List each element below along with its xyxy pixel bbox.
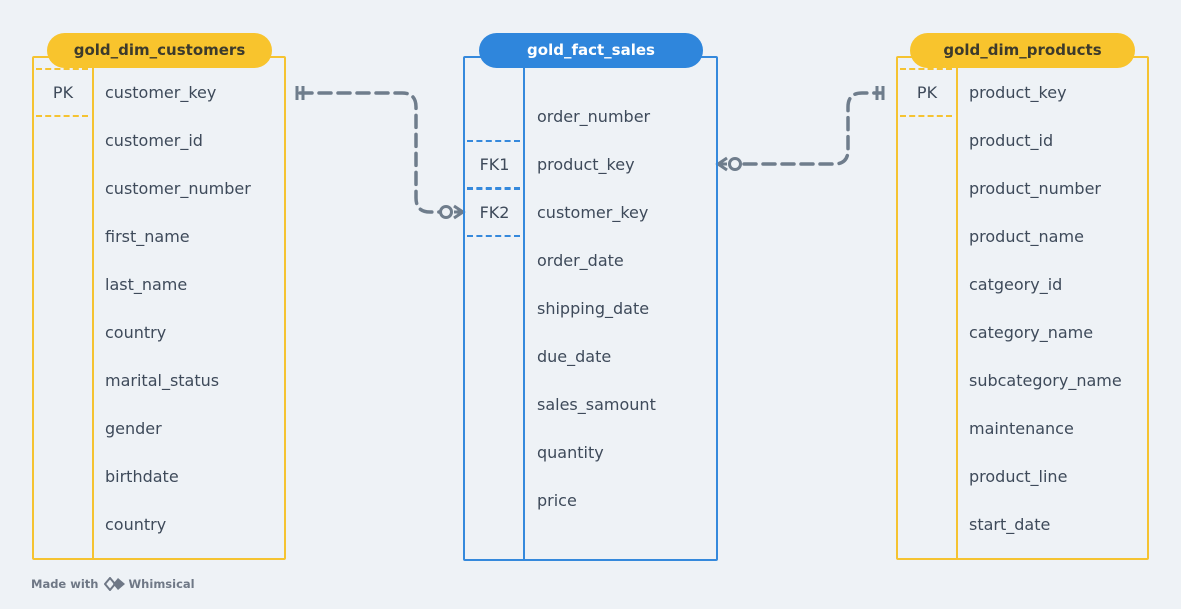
field-customer-key[interactable]: customer_key — [105, 83, 217, 102]
field-category-id[interactable]: catgeory_id — [969, 275, 1063, 294]
pk-box-products — [900, 68, 952, 117]
field-subcategory-name[interactable]: subcategory_name — [969, 371, 1122, 390]
field-first-name[interactable]: first_name — [105, 227, 190, 246]
field-birthdate[interactable]: birthdate — [105, 467, 179, 486]
field-category-name[interactable]: category_name — [969, 323, 1094, 342]
connector-customers-sales — [298, 91, 464, 214]
crowfoot-sales-product — [715, 156, 728, 172]
crowfoot-sales-customer — [453, 204, 466, 220]
field-maintenance[interactable]: maintenance — [969, 419, 1074, 438]
zero-marker-sales-product — [728, 157, 742, 171]
field-country-2[interactable]: country — [105, 515, 167, 534]
field-product-key[interactable]: product_key — [969, 83, 1067, 102]
table-title-customers[interactable]: gold_dim_customers — [47, 33, 272, 68]
pk-label-products: PK — [916, 83, 938, 102]
field-price[interactable]: price — [537, 491, 577, 510]
field-customer-id[interactable]: customer_id — [105, 131, 203, 150]
fk1-label: FK1 — [479, 155, 510, 174]
fk-box-2 — [467, 188, 520, 237]
connector-sales-products — [742, 91, 884, 166]
field-sales-amount[interactable]: sales_samount — [537, 395, 656, 414]
field-order-date[interactable]: order_date — [537, 251, 624, 270]
field-due-date[interactable]: due_date — [537, 347, 612, 366]
field-customer-key-fk[interactable]: customer_key — [537, 203, 649, 222]
field-country[interactable]: country — [105, 323, 167, 342]
fk2-label: FK2 — [479, 203, 510, 222]
field-product-name[interactable]: product_name — [969, 227, 1084, 246]
made-with-text: Made with — [31, 577, 99, 591]
field-order-number[interactable]: order_number — [537, 107, 651, 126]
field-customer-number[interactable]: customer_number — [105, 179, 251, 198]
field-product-key-fk[interactable]: product_key — [537, 155, 635, 174]
whimsical-logo-icon — [103, 576, 125, 592]
field-quantity[interactable]: quantity — [537, 443, 604, 462]
pk-box-customers — [36, 68, 88, 117]
pk-label-customers: PK — [52, 83, 74, 102]
field-start-date[interactable]: start_date — [969, 515, 1051, 534]
field-marital-status[interactable]: marital_status — [105, 371, 220, 390]
whimsical-brand-text: Whimsical — [128, 577, 195, 591]
field-last-name[interactable]: last_name — [105, 275, 188, 294]
field-product-id[interactable]: product_id — [969, 131, 1054, 150]
table-title-products[interactable]: gold_dim_products — [910, 33, 1135, 68]
field-product-number[interactable]: product_number — [969, 179, 1101, 198]
zero-marker-sales-customer — [439, 205, 453, 219]
field-shipping-date[interactable]: shipping_date — [537, 299, 650, 318]
made-with-whimsical-badge[interactable]: Made with Whimsical — [31, 576, 195, 592]
table-title-sales[interactable]: gold_fact_sales — [479, 33, 703, 68]
field-gender[interactable]: gender — [105, 419, 162, 438]
field-product-line[interactable]: product_line — [969, 467, 1068, 486]
